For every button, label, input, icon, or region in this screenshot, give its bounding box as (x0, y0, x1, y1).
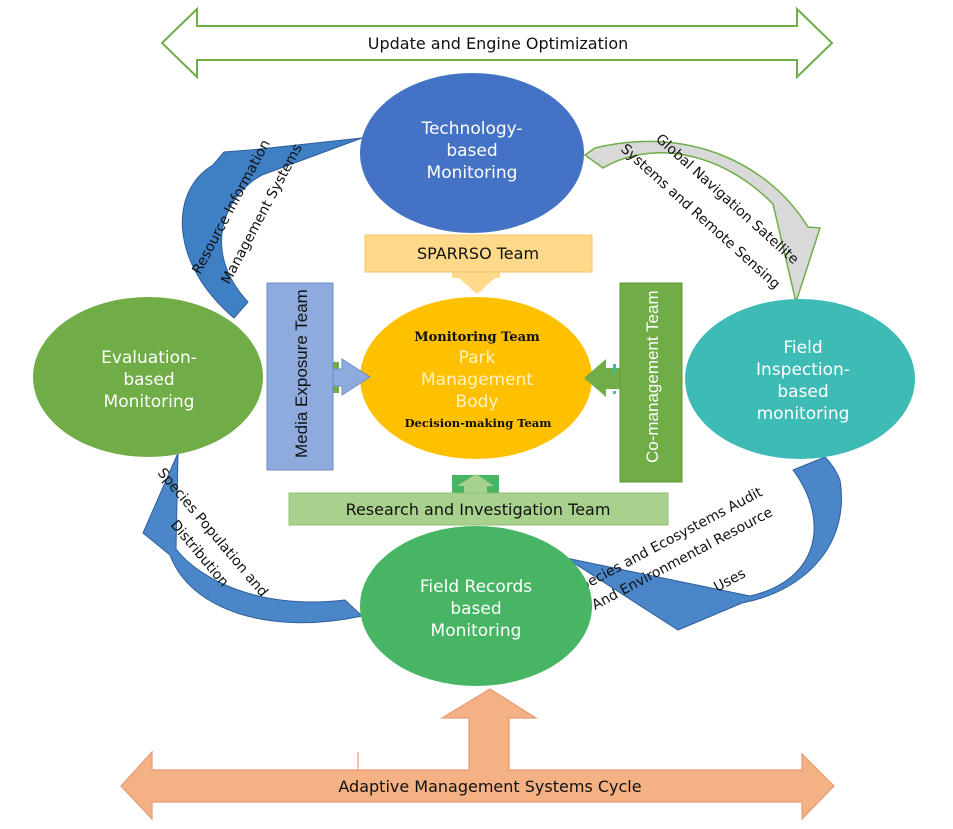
field-inspection-label-3: based (777, 382, 828, 402)
park-management-label-2: Management (421, 370, 533, 390)
connector-gnss: Global Navigation Satellite Systems and … (583, 131, 822, 305)
evaluation-monitoring-ellipse (33, 297, 263, 457)
evaluation-monitoring-label-3: Monitoring (104, 392, 195, 412)
research-up-arrow (457, 474, 494, 493)
field-records-label-2: based (450, 599, 501, 619)
media-right-arrow (332, 358, 371, 396)
node-technology-monitoring: Technology- based Monitoring (360, 73, 584, 233)
node-evaluation-monitoring: Evaluation- based Monitoring (33, 297, 263, 457)
park-management-ellipse (360, 297, 592, 459)
sparrso-box (364, 234, 593, 273)
team-sparrso: SPARRSO Team (364, 234, 593, 294)
field-inspection-label-2: Inspection- (756, 360, 850, 380)
team-media-exposure: Media Exposure Team (266, 282, 371, 471)
species-ecosystems-label-3: Uses (711, 566, 748, 596)
co-management-notch-top (613, 364, 616, 373)
technology-monitoring-label-1: Technology- (420, 119, 522, 139)
technology-monitoring-label-2: based (446, 141, 497, 161)
media-notch-bottom (333, 386, 339, 393)
node-field-records-monitoring: Field Records based Monitoring (360, 526, 592, 686)
node-park-management-body: Monitoring Team Park Management Body Dec… (360, 297, 592, 459)
research-box (288, 492, 669, 526)
bottom-double-arrow: Adaptive Management Systems Cycle (120, 688, 835, 821)
media-exposure-box (266, 282, 334, 471)
technology-monitoring-ellipse (360, 73, 584, 233)
top-arrow-label: Update and Engine Optimization (368, 34, 629, 53)
monitoring-team-label: Monitoring Team (414, 330, 540, 345)
node-field-inspection-monitoring: Field Inspection- based monitoring (685, 299, 915, 459)
gnss-arrow (583, 140, 822, 305)
technology-monitoring-label-3: Monitoring (427, 163, 518, 183)
media-notch-top (333, 362, 339, 369)
evaluation-monitoring-label-1: Evaluation- (101, 348, 197, 368)
bottom-arrow-label: Adaptive Management Systems Cycle (338, 777, 641, 796)
field-records-label-3: Monitoring (431, 621, 522, 641)
team-co-management: Co-management Team (584, 282, 683, 483)
resource-information-arrow (181, 137, 363, 319)
evaluation-monitoring-label-2: based (123, 370, 174, 390)
field-inspection-label-1: Field (783, 338, 822, 358)
research-label: Research and Investigation Team (346, 500, 611, 519)
co-management-notch-bottom (613, 391, 616, 394)
park-management-label-3: Body (456, 392, 499, 412)
co-management-label: Co-management Team (643, 290, 662, 463)
media-exposure-label: Media Exposure Team (292, 289, 311, 458)
top-double-arrow: Update and Engine Optimization (160, 6, 834, 80)
co-management-left-arrow (584, 359, 620, 397)
connector-species-ecosystems: Species and Ecosystems Audit And Environ… (565, 456, 842, 631)
team-research-investigation: Research and Investigation Team (288, 474, 669, 526)
field-inspection-ellipse (685, 299, 915, 459)
sparrso-label: SPARRSO Team (417, 244, 539, 263)
field-records-ellipse (360, 526, 592, 686)
field-inspection-label-4: monitoring (757, 404, 850, 424)
park-management-label-1: Park (459, 348, 496, 368)
co-management-box (619, 282, 683, 483)
connector-species-population: Species Population and Distribution (142, 452, 364, 624)
top-double-arrow-shape (160, 6, 834, 80)
sparrso-down-arrow (452, 271, 500, 294)
field-records-label-1: Field Records (420, 577, 532, 597)
decision-making-team-label: Decision-making Team (405, 416, 552, 430)
bottom-double-arrow-shape (120, 688, 835, 821)
species-ecosystems-arrow (565, 456, 842, 631)
